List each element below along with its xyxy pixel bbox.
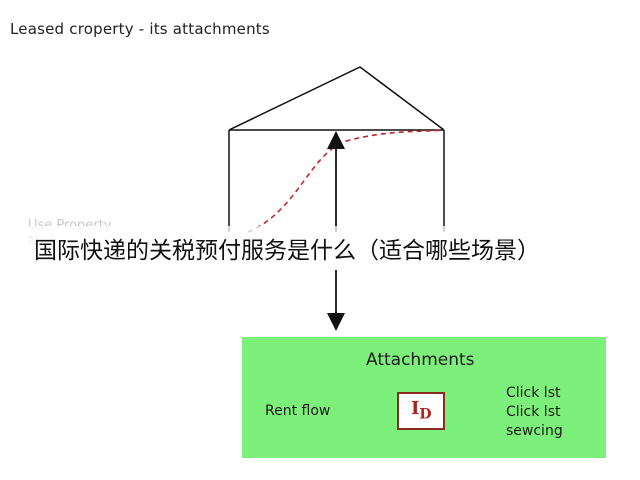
id-main-letter: I xyxy=(411,398,420,419)
right-label-3: sewcing xyxy=(506,423,563,439)
right-label-1: Click lst xyxy=(506,385,561,401)
value-curve xyxy=(247,129,445,233)
id-label: ID xyxy=(411,398,432,423)
right-labels: Click lst Click lst sewcing xyxy=(506,384,563,441)
id-subscript: D xyxy=(419,406,432,423)
overlay-caption: 国际快递的关税预付服务是什么（适合哪些场景） xyxy=(34,238,540,264)
diagram-title: Leased croperty - its attachments xyxy=(10,20,270,38)
overlay-band xyxy=(0,226,640,266)
id-box xyxy=(397,392,445,430)
house-roof xyxy=(228,66,445,131)
right-label-2: Click lst xyxy=(506,404,561,420)
rent-flow-label: Rent flow xyxy=(265,403,331,419)
attachments-title: Attachments xyxy=(366,350,475,370)
